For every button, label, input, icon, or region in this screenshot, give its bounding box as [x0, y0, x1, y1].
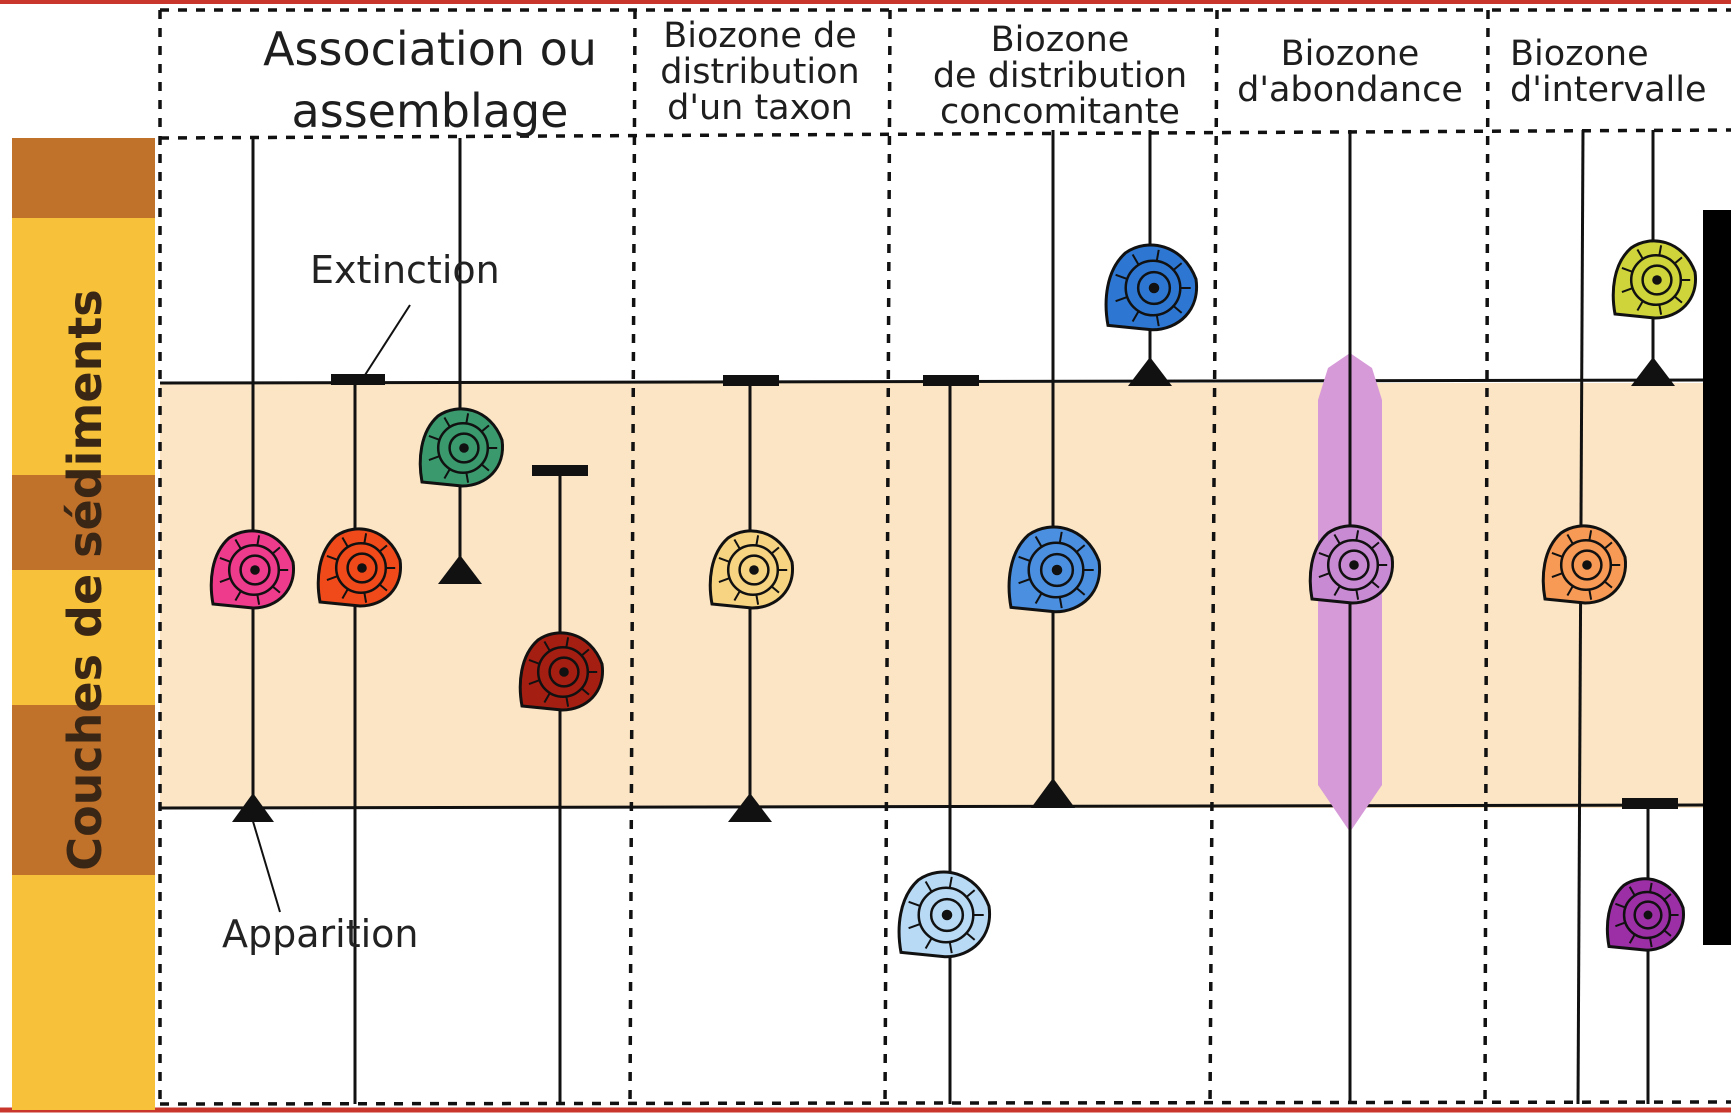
apparition-arrow-icon [1031, 778, 1075, 808]
header-biozone-distribution: Biozone de distribution d'un taxon [660, 16, 860, 128]
ammonite-icon [897, 870, 992, 959]
apparition-arrow-icon [232, 793, 274, 822]
header-biozone-abondance: Biozone d'abondance [1237, 34, 1463, 110]
range-lines-col1 [251, 138, 562, 1104]
extinction-label: Extinction [310, 248, 500, 292]
apparition-label: Apparition [222, 912, 419, 956]
right-edge-panel [1703, 210, 1731, 945]
extinction-bar-icon [1622, 798, 1678, 809]
apparition-arrow-icon [1128, 357, 1172, 386]
apparition-arrow-icon [728, 793, 772, 822]
apparition-arrow-icon [1631, 357, 1675, 386]
apparition-arrow-icon [438, 555, 482, 584]
sediment-band [160, 383, 1705, 808]
extinction-bar-icon [331, 374, 385, 385]
ammonite-icon [1611, 239, 1697, 320]
strata-column [12, 138, 155, 1110]
header-biozone-intervalle: Biozone d'intervalle [1510, 34, 1707, 110]
extinction-bar-icon [923, 375, 979, 386]
ammonite-icon [418, 407, 504, 488]
ammonite-icon [1605, 877, 1685, 952]
ammonite-icon [209, 529, 295, 610]
column-separators [158, 8, 1731, 1109]
extinction-bar-icon [723, 375, 779, 386]
extinction-pointer [364, 304, 411, 376]
ammonite-icon [1104, 243, 1199, 332]
header-association: Association ou assemblage [263, 22, 597, 138]
extinction-bar-icon [532, 465, 588, 476]
ammonite-icon [1541, 524, 1627, 605]
sediment-layers-label: Couches de sédiments [58, 289, 112, 871]
ammonite-icon [1007, 525, 1102, 614]
ammonite-icon [316, 527, 402, 608]
ammonite-icon [518, 631, 604, 712]
lower-boundary-line [159, 803, 1706, 810]
apparition-pointer [251, 817, 281, 913]
ammonite-icon [708, 529, 794, 610]
ammonite-icon [1308, 524, 1394, 605]
header-biozone-concomitante: Biozone de distribution concomitante [932, 20, 1188, 132]
